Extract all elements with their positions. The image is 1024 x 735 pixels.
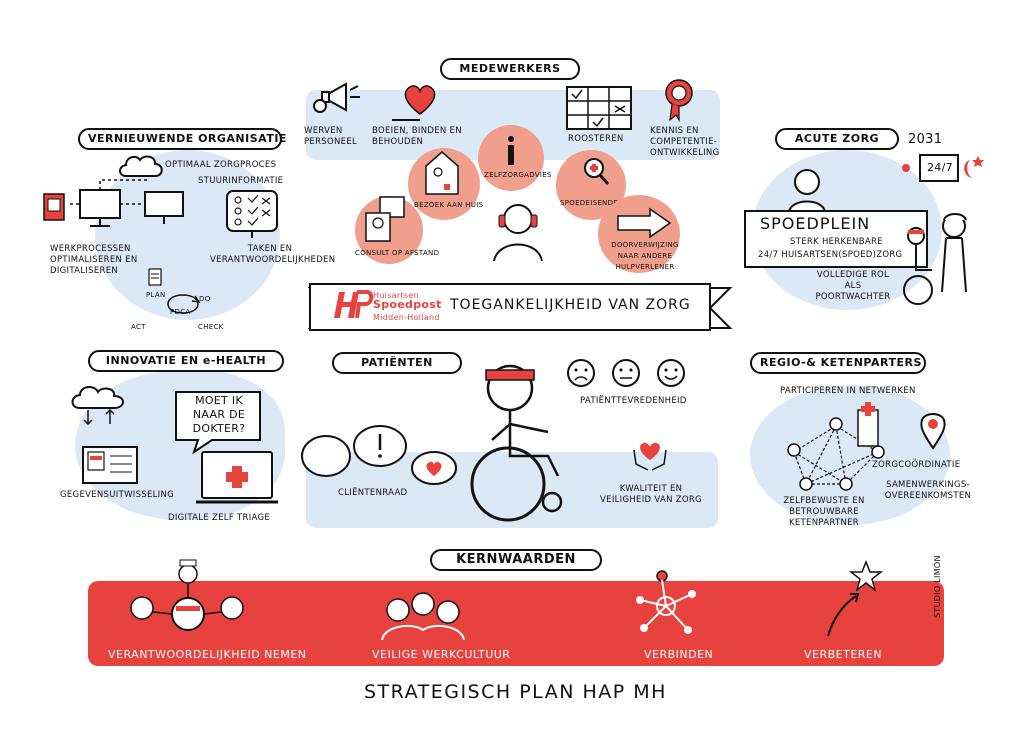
- kennis-label: KENNIS EN COMPETENTIE-ONTWIKKELING: [650, 126, 720, 158]
- hp-logo-icon: [334, 290, 374, 319]
- value-veilige-werkcultuur: VEILIGE WERKCULTUUR: [372, 648, 511, 661]
- arrow-right-icon: [617, 207, 672, 239]
- spoedplein-sign: [744, 210, 928, 268]
- magnifier-cross-icon: [584, 158, 610, 185]
- clock-24-7-icon: [902, 154, 984, 182]
- patienttevredenheid-label: PATIËNTTEVREDENHEID: [580, 396, 687, 406]
- stuurinformatie-label: STUURINFORMATIE: [198, 176, 284, 186]
- operator-headset-icon: [493, 204, 543, 262]
- werkprocessen-label: WERKPROCESSEN OPTIMALISEREN EN DIGITALIS…: [50, 244, 138, 276]
- doorverwijzing-label: DOORVERWIJZING NAAR ANDERE HULPVERLENER: [611, 241, 679, 271]
- star-improve-icon: [827, 559, 884, 637]
- zorgcoordinatie-label: ZORGCOÖRDINATIE: [872, 460, 961, 470]
- digitale-triage-label: DIGITALE ZELF TRIAGE: [168, 513, 271, 523]
- pdca-plan-label: PLAN: [146, 291, 166, 299]
- studio-signature: STUDIO LIMÓN: [933, 555, 942, 618]
- speech-bubble-icon: [175, 391, 261, 455]
- clock-label: 24/7: [927, 161, 953, 174]
- doorverwijzing-circle: [598, 195, 680, 273]
- toegankelijkheid-banner: [307, 283, 733, 331]
- werven-personeel-label: WERVEN PERSONEEL: [304, 126, 358, 147]
- network-people-icon: [787, 402, 885, 491]
- taken-label: TAKEN EN VERANTWOORDELIJKHEDEN: [210, 244, 336, 265]
- cloud-icon: [119, 155, 163, 177]
- network-computers-icon: [70, 179, 184, 227]
- value-verbinden: VERBINDEN: [644, 648, 714, 661]
- value-verantwoordelijkheid: VERANTWOORDELIJKHEID NEMEN: [108, 648, 307, 661]
- rosette-award-icon: [665, 79, 693, 123]
- spoedplein-line2: 24/7 HUISARTSEN(SPOED)ZORG: [758, 250, 903, 260]
- medewerkers-title: MEDEWERKERS: [440, 58, 580, 80]
- value-verbeteren: VERBETEREN: [804, 648, 883, 661]
- spoedplein-line1: STERK HERKENBARE: [790, 237, 883, 247]
- heart-icon: [392, 85, 436, 121]
- checklist-icon: [148, 268, 162, 286]
- organisatie-title: VERNIEUWENDE ORGANISATIE: [78, 128, 286, 150]
- pdca-act-label: ACT: [131, 323, 146, 331]
- regio-title: REGIO-& KETENPARTERS: [750, 352, 926, 374]
- organisatie-blob: [95, 150, 280, 320]
- laptop-medical-icon: [196, 451, 278, 504]
- doctor-wheelchair-icon: [903, 213, 967, 305]
- user-card-icon: [43, 193, 65, 221]
- pdca-check-label: CHECK: [198, 323, 224, 331]
- spoedplein-title: SPOEDPLEIN: [760, 214, 871, 233]
- banner-text: TOEGANKELIJKHEID VAN ZORG: [450, 297, 691, 313]
- pdca-do-label: DO: [199, 295, 211, 303]
- acute-zorg-title: ACUTE ZORG: [775, 128, 899, 150]
- acute-year: 2031: [908, 132, 943, 147]
- bezoek-aan-huis-label: BEZOEK AAN HUIS: [414, 201, 484, 209]
- optimaal-zorgproces-label: OPTIMAAL ZORGPROCES: [165, 160, 277, 170]
- roosteren-label: ROOSTEREN: [568, 134, 624, 144]
- task-board-icon: [226, 190, 278, 238]
- logo-line2: Spoedpost: [373, 298, 442, 311]
- poortwachter-label: VOLLEDIGE ROL ALS POORTWACHTER: [815, 270, 891, 302]
- boeien-label: BOEIEN, BINDEN EN BEHOUDEN: [372, 126, 462, 147]
- logo-line1: Huisartsen: [373, 291, 419, 300]
- innovatie-title: INNOVATIE EN e-HEALTH: [88, 350, 284, 372]
- info-icon: [508, 136, 514, 165]
- spoedeisende-hulp-label: SPOEDEISENDE HULP: [560, 199, 641, 207]
- id-card-icon: [82, 446, 138, 484]
- kwaliteit-label: KWALITEIT EN VEILIGHEID VAN ZORG: [600, 484, 702, 505]
- team-responsibility-icon: [130, 559, 244, 631]
- pdca-cycle-icon: [167, 294, 201, 314]
- clientenraad-label: CLIËNTENRAAD: [338, 488, 408, 498]
- zelfzorgadvies-label: ZELFZORGADVIES: [484, 171, 552, 179]
- regio-blob: [750, 385, 950, 525]
- ketenpartner-label: ZELFBEWUSTE EN BETROUWBARE KETENPARTNER: [783, 496, 865, 528]
- speech-bubbles-icon: [301, 425, 457, 485]
- kernwaarden-title: KERNWAARDEN: [430, 549, 602, 571]
- footer-title: STRATEGISCH PLAN HAP MH: [364, 681, 667, 703]
- gegevensuitwisseling-label: GEGEVENSUITWISSELING: [60, 490, 175, 500]
- connect-network-icon: [636, 570, 696, 634]
- schedule-grid-icon: [566, 86, 632, 130]
- team-culture-icon: [381, 592, 465, 641]
- samenwerking-label: SAMENWERKINGS-OVEREENKOMSTEN: [884, 480, 972, 501]
- patienten-title: PATIËNTEN: [332, 352, 462, 374]
- dokter-bubble-text: MOET IK NAAR DE DOKTER?: [192, 394, 246, 435]
- patient-wheelchair-icon: [470, 364, 563, 522]
- consult-op-afstand-label: CONSULT OP AFSTAND: [355, 249, 440, 257]
- logo-line3: Midden-Holland: [373, 313, 440, 322]
- smiley-neutral-icon: [612, 359, 640, 387]
- cloud-sync-icon: [71, 386, 124, 426]
- video-call-icon: [365, 196, 405, 242]
- receptionist-icon: [788, 169, 826, 213]
- pdca-center-label: PDCA: [170, 308, 191, 316]
- smiley-happy-icon: [657, 359, 685, 387]
- netwerken-label: PARTICIPEREN IN NETWERKEN: [780, 386, 916, 396]
- house-icon: [425, 151, 459, 195]
- location-pin-icon: [920, 413, 946, 450]
- kernwaarden-bar: [88, 581, 944, 666]
- smiley-sad-icon: [567, 359, 595, 387]
- megaphone-icon: [313, 82, 360, 113]
- care-hands-heart-icon: [633, 442, 667, 471]
